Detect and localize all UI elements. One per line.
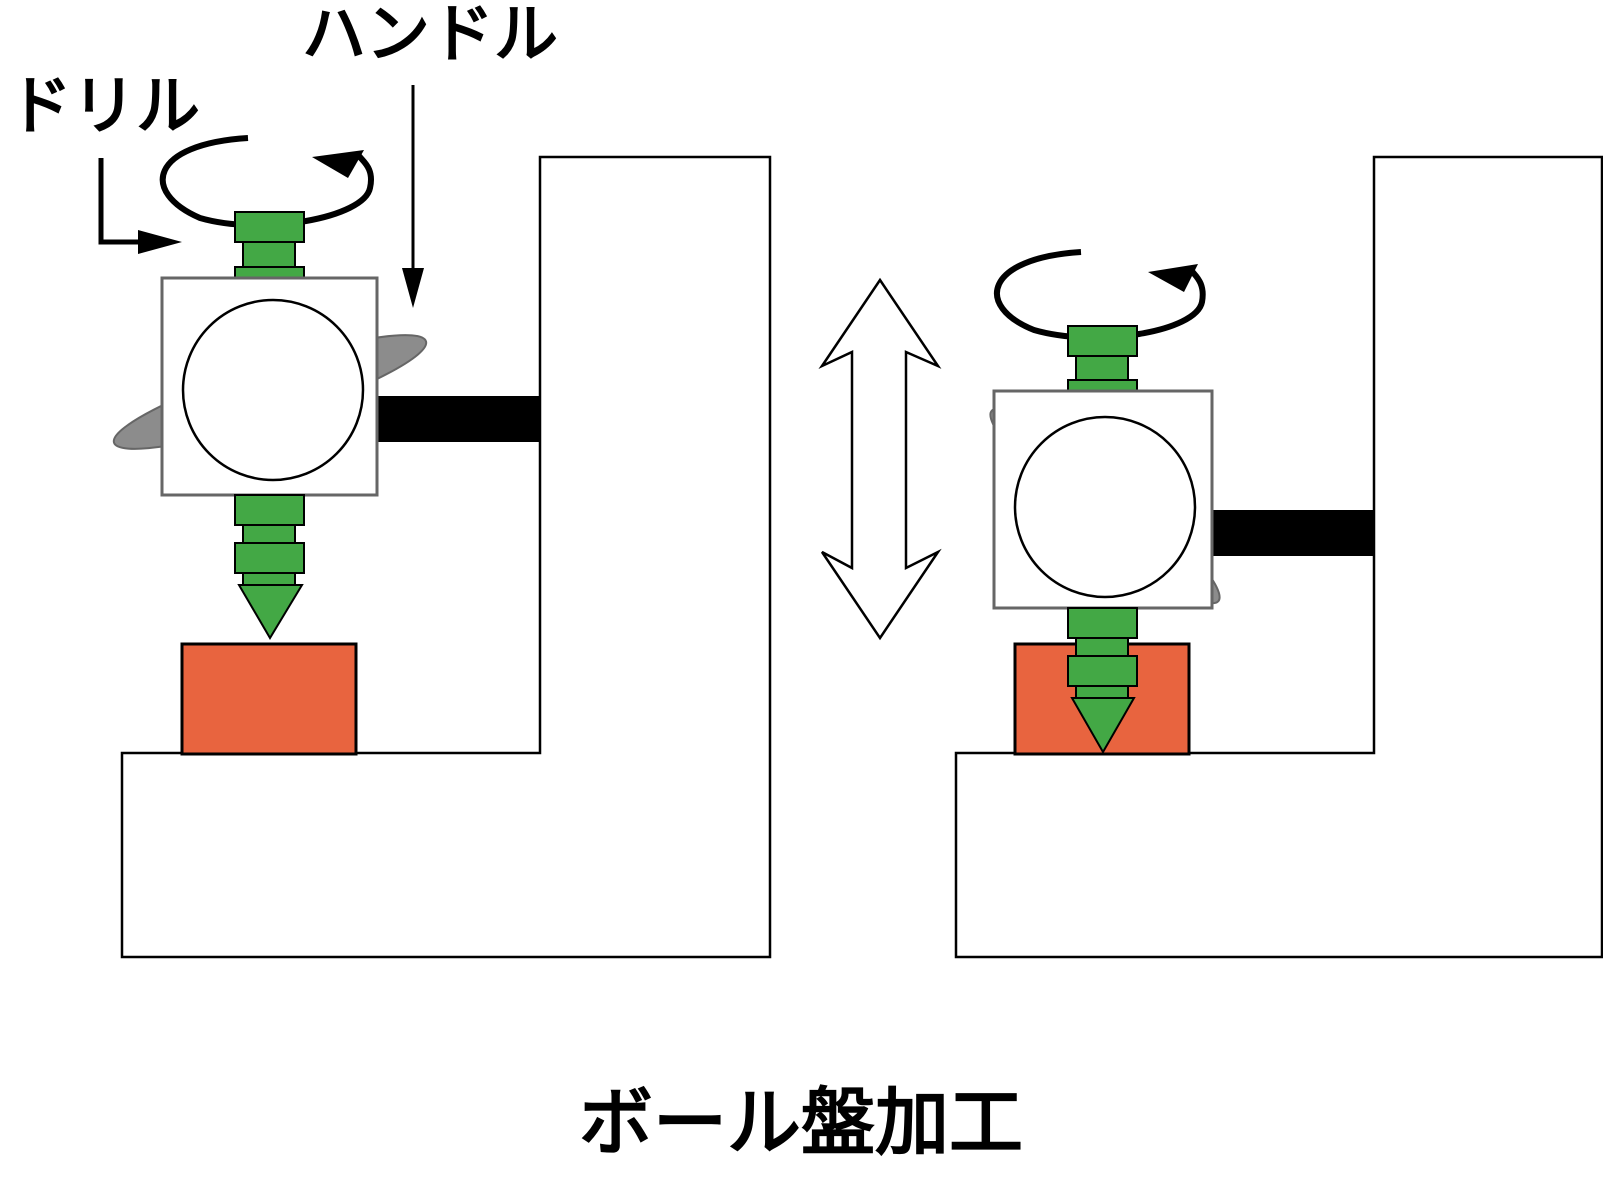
machine-before (98, 85, 772, 959)
rotation-arrow-icon (994, 249, 1206, 341)
drill-pointer-arrow-icon (98, 158, 145, 245)
up-down-arrow-icon (818, 277, 942, 641)
handle-pointer-arrowhead-icon (402, 268, 424, 308)
rotation-arrowhead-icon (312, 150, 364, 178)
workpiece (180, 642, 358, 756)
handle-label: ハンドル (302, 0, 558, 72)
drill-pointer-arrowhead-icon (138, 230, 182, 254)
rotation-arrowhead-icon (1148, 264, 1198, 292)
drill-bit (1067, 607, 1138, 755)
machine-frame (120, 155, 772, 959)
caption: ボール盤加工 (579, 1080, 1023, 1166)
machine-frame (954, 155, 1603, 959)
handle-hub (1013, 415, 1197, 599)
handle-hub (181, 298, 365, 482)
drill-bit (234, 494, 305, 640)
machine-after (954, 155, 1603, 959)
drill-label: ドリル (8, 70, 200, 144)
machine-arm (378, 396, 540, 442)
spindle-top (1067, 325, 1138, 393)
spindle-top (234, 211, 305, 280)
machine-arm (1211, 510, 1374, 556)
